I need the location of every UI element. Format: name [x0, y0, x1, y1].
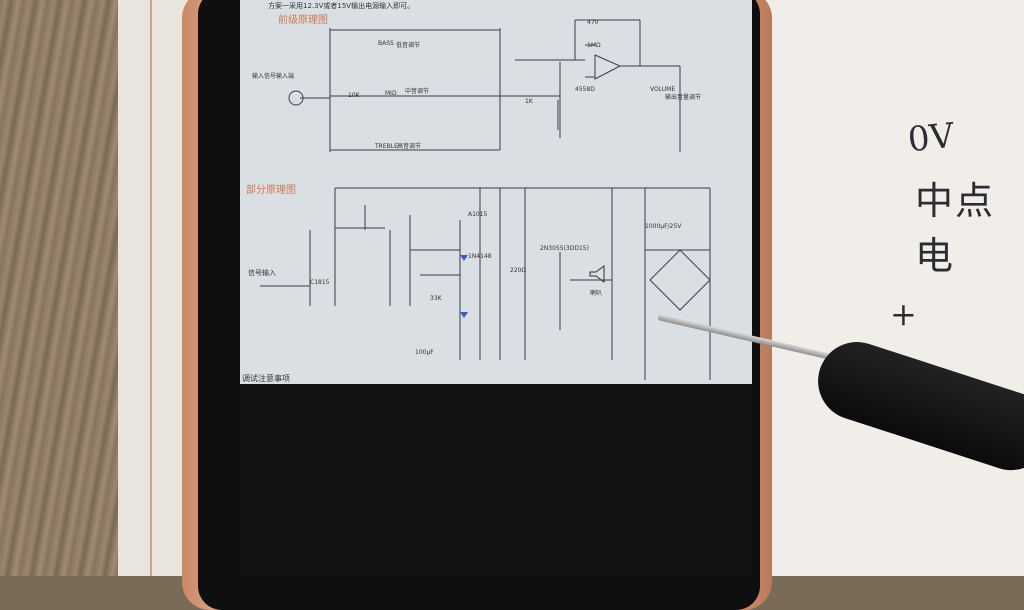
handwriting-midpoint: 中点电 — [915, 179, 996, 278]
input-signal-label: 输入信号输入端 — [252, 72, 294, 80]
paper-margin-line — [150, 0, 152, 576]
signal-input-label: 信号输入 — [248, 268, 276, 277]
tone-stack-circuit — [300, 19, 681, 152]
mid-control-label: 中音调节 — [405, 87, 429, 95]
transistor-c1815: C1815 — [310, 279, 330, 286]
header-text: 方案一采用12.3V或者15V输出电源输入即可。 — [268, 1, 414, 10]
diode-1n4148: 1N4148 — [468, 253, 492, 260]
resistor-1k: 1K — [525, 98, 534, 105]
handwritten-paper — [740, 0, 1024, 576]
resistor-33k: 33K — [430, 295, 443, 302]
section-title-2: 部分原理图 — [246, 183, 296, 196]
resistor-1m: 1MΩ — [587, 42, 601, 49]
diode-icon — [460, 255, 468, 318]
bottom-text: 调试注意事项 — [242, 373, 290, 383]
handwriting-0v: 0V — [906, 115, 957, 161]
cap-100uf: 100μF — [415, 349, 434, 356]
speaker-label: 喇叭 — [590, 289, 602, 297]
bass-control-label: 低音调节 — [396, 41, 420, 49]
transistor-2n3055: 2N3055(3DD15) — [540, 245, 589, 252]
cap-1000uf: 1000μF/25V — [645, 223, 682, 230]
mid-label: MID — [385, 90, 397, 97]
bass-label: BASS — [378, 40, 394, 47]
treble-control-label: 高音调节 — [397, 142, 421, 150]
phone-screen-reflection — [240, 384, 752, 576]
speaker-icon — [589, 265, 605, 283]
resistor-10k: 10K — [348, 92, 361, 99]
power-amp-circuit — [260, 187, 711, 380]
phone-screen: 方案一采用12.3V或者15V输出电源输入即可。 前级原理图 部分原理图 输入信… — [240, 0, 752, 384]
opamp-label: 4558D — [575, 86, 595, 93]
treble-label: TREBLE — [374, 143, 398, 150]
section-title-1: 前级原理图 — [278, 13, 328, 26]
cap-470: 470 — [587, 19, 599, 26]
transistor-a1015: A1015 — [468, 211, 488, 218]
resistor-220: 220Ω — [510, 267, 526, 274]
handwriting-plus: + — [890, 295, 917, 333]
volume-label: VOLUME — [650, 86, 675, 93]
volume-control-label: 输出音量调节 — [665, 93, 701, 101]
